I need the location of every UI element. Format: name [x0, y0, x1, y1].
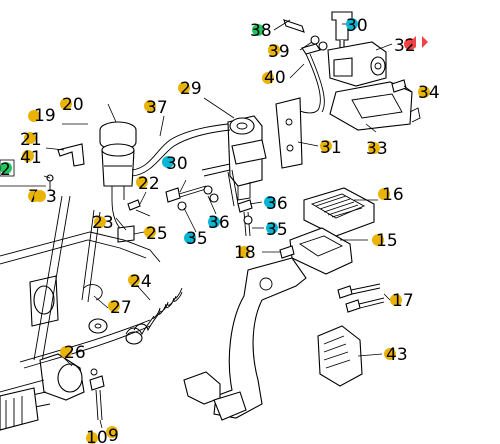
callout-dot [346, 18, 358, 30]
callout-label: 35 [186, 229, 208, 249]
callout-label: 3 [46, 187, 57, 207]
callout-label: 17 [392, 291, 414, 311]
callout-dot [178, 82, 190, 94]
callout-dot [266, 222, 278, 234]
callout-label: 36 [208, 213, 230, 233]
callout-dot [106, 426, 118, 438]
red-arrows-icon [410, 36, 428, 48]
callout-dot [162, 156, 174, 168]
callout-dot [108, 300, 120, 312]
callout-label: 24 [130, 272, 152, 292]
callout-label: 31 [320, 138, 342, 158]
callout-label: 27 [110, 298, 132, 318]
callout-label: 9 [108, 426, 119, 444]
callout-dot [0, 162, 12, 174]
callout-dot [60, 98, 72, 110]
callout-label: 37 [146, 98, 168, 118]
linkage-drawing [0, 195, 183, 431]
callout-dot [390, 294, 402, 306]
callout-label: 34 [418, 83, 440, 103]
pedal-drawing [183, 187, 385, 421]
callout-label: 19 [34, 106, 56, 126]
callout-dot [378, 188, 390, 200]
callout-dot [262, 72, 274, 84]
valve-bracket-drawing [201, 97, 303, 207]
callout-dot [128, 274, 140, 286]
leader-lines [0, 19, 413, 429]
callouts: 38 30 39 32 40 34 20 19 37 29 31 33 21 4… [0, 16, 440, 444]
callout-label: 35 [266, 220, 288, 240]
callout-label: 25 [146, 224, 168, 244]
callout-dot [368, 142, 380, 154]
callout-dot [264, 196, 276, 208]
callout-dot [22, 150, 34, 162]
callout-label: 30 [166, 154, 188, 174]
callout-dot [252, 24, 264, 36]
callout-dot [34, 190, 46, 202]
callout-dot [136, 176, 148, 188]
reservoir-drawing [46, 121, 231, 243]
callout-label: 33 [366, 139, 388, 159]
callout-dot [238, 246, 250, 258]
callout-label: 10 [86, 428, 108, 444]
callout-dot [320, 140, 332, 152]
callout-label: 38 [250, 21, 272, 41]
bolt-drawing [165, 185, 253, 237]
callout-dot [86, 432, 98, 444]
callout-label: 16 [382, 185, 404, 205]
callout-dot [144, 100, 156, 112]
callout-label: 23 [92, 213, 114, 233]
callout-label: 21 [20, 130, 42, 150]
callout-label: 22 [138, 174, 160, 194]
callout-label: 43 [386, 345, 408, 365]
callout-dot [208, 216, 220, 228]
callout-label: 29 [180, 79, 202, 99]
callout-dot [28, 110, 40, 122]
callout-label: 18 [234, 243, 256, 263]
callout-dot [384, 348, 396, 360]
callout-label: 36 [266, 194, 288, 214]
callout-label: 2 [0, 160, 11, 180]
callout-label: 32 [394, 36, 416, 56]
callout-label: 7 [28, 187, 39, 207]
callout-dot [268, 44, 280, 56]
callout-dot [94, 216, 106, 228]
callout-label: 40 [264, 68, 286, 88]
callout-label: 20 [62, 95, 84, 115]
callout-dot [184, 232, 196, 244]
callout-label: 15 [376, 231, 398, 251]
callout-dot [60, 346, 72, 358]
callout-dot [24, 132, 36, 144]
callout-label: 26 [64, 343, 86, 363]
callout-label: 41 [20, 148, 42, 168]
callout-dot [372, 234, 384, 246]
callout-label: 30 [346, 16, 368, 36]
callout-label: 39 [268, 42, 290, 62]
master-cylinder-drawing [283, 11, 421, 131]
callout-dot [144, 226, 156, 238]
callout-dot [418, 86, 430, 98]
callout-box [0, 159, 15, 177]
